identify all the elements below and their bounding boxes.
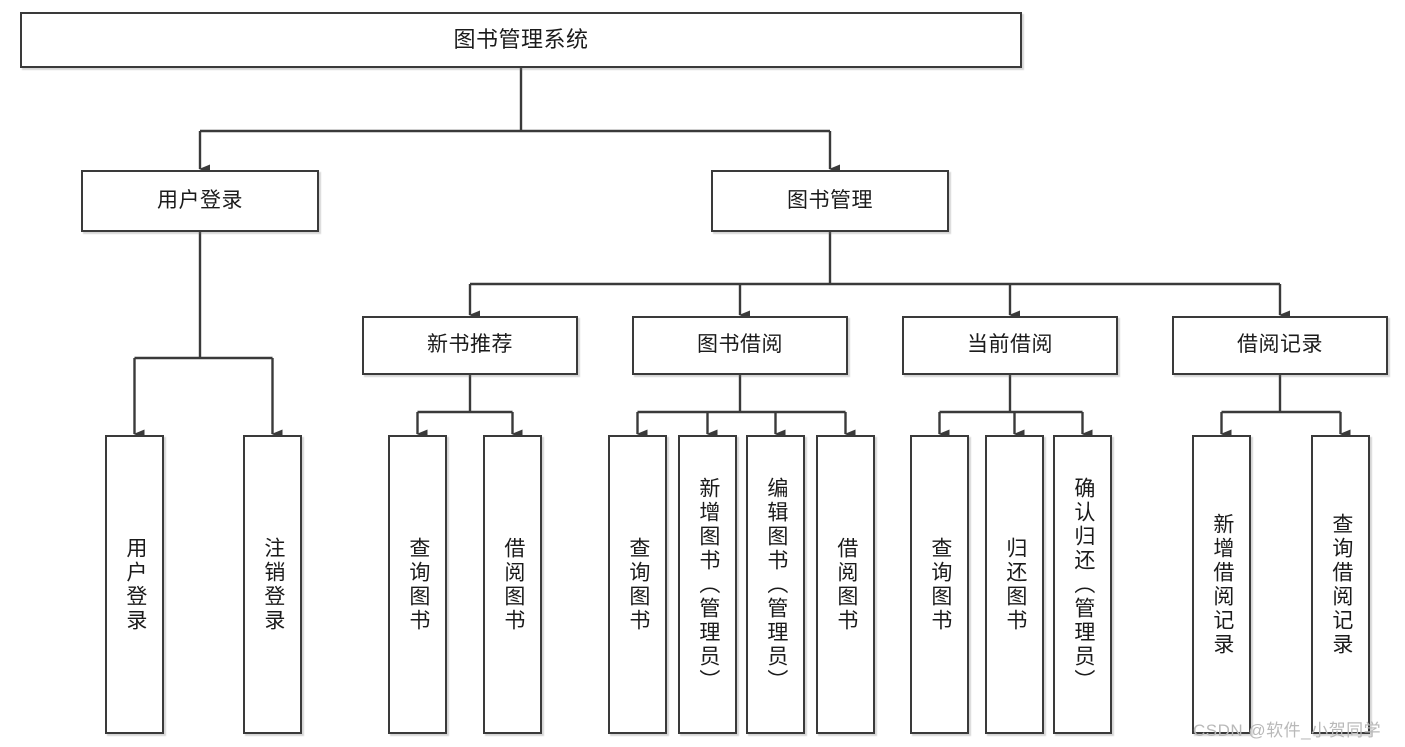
node-user-login[interactable]: 用户登录 <box>81 170 319 232</box>
node-label: 借阅记录 <box>1237 333 1323 357</box>
node-leaf-query-book-1[interactable]: 查询图书 <box>388 435 447 734</box>
node-label: 借阅图书 <box>834 536 858 633</box>
node-leaf-query-book-2[interactable]: 查询图书 <box>608 435 667 734</box>
node-current-borrow[interactable]: 当前借阅 <box>902 316 1118 375</box>
node-label: 查询图书 <box>928 536 952 633</box>
node-label: 查询图书 <box>406 536 430 633</box>
node-label: 查询借阅记录 <box>1329 512 1353 657</box>
watermark: CSDN @软件_小贺同学 <box>1193 721 1382 740</box>
node-label: 图书管理系统 <box>453 27 589 53</box>
node-book-manage[interactable]: 图书管理 <box>711 170 949 232</box>
node-label: 图书借阅 <box>697 333 783 357</box>
node-book-borrow[interactable]: 图书借阅 <box>632 316 848 375</box>
node-leaf-query-record[interactable]: 查询借阅记录 <box>1311 435 1370 734</box>
node-leaf-borrow-book-2[interactable]: 借阅图书 <box>816 435 875 734</box>
node-label: 新增借阅记录 <box>1210 512 1234 657</box>
node-label: 查询图书 <box>626 536 650 633</box>
node-leaf-confirm-return[interactable]: 确认归还（管理员） <box>1053 435 1112 734</box>
node-leaf-borrow-book-1[interactable]: 借阅图书 <box>483 435 542 734</box>
node-label: 注销登录 <box>261 536 285 633</box>
node-borrow-record[interactable]: 借阅记录 <box>1172 316 1388 375</box>
node-label: 当前借阅 <box>967 333 1053 357</box>
node-new-book-rec[interactable]: 新书推荐 <box>362 316 578 375</box>
node-label: 新书推荐 <box>427 333 513 357</box>
node-leaf-add-book[interactable]: 新增图书（管理员） <box>678 435 737 734</box>
node-leaf-query-book-3[interactable]: 查询图书 <box>910 435 969 734</box>
node-label: 编辑图书（管理员） <box>764 476 788 693</box>
node-label: 归还图书 <box>1003 536 1027 633</box>
node-leaf-add-record[interactable]: 新增借阅记录 <box>1192 435 1251 734</box>
node-root[interactable]: 图书管理系统 <box>20 12 1022 68</box>
node-label: 图书管理 <box>787 188 873 212</box>
node-label: 用户登录 <box>123 536 147 633</box>
node-label: 确认归还（管理员） <box>1071 476 1095 693</box>
node-leaf-return-book[interactable]: 归还图书 <box>985 435 1044 734</box>
node-leaf-edit-book[interactable]: 编辑图书（管理员） <box>746 435 805 734</box>
node-label: 借阅图书 <box>501 536 525 633</box>
node-label: 新增图书（管理员） <box>696 476 720 693</box>
node-leaf-user-login[interactable]: 用户登录 <box>105 435 164 734</box>
node-label: 用户登录 <box>157 188 243 212</box>
node-leaf-user-logout[interactable]: 注销登录 <box>243 435 302 734</box>
